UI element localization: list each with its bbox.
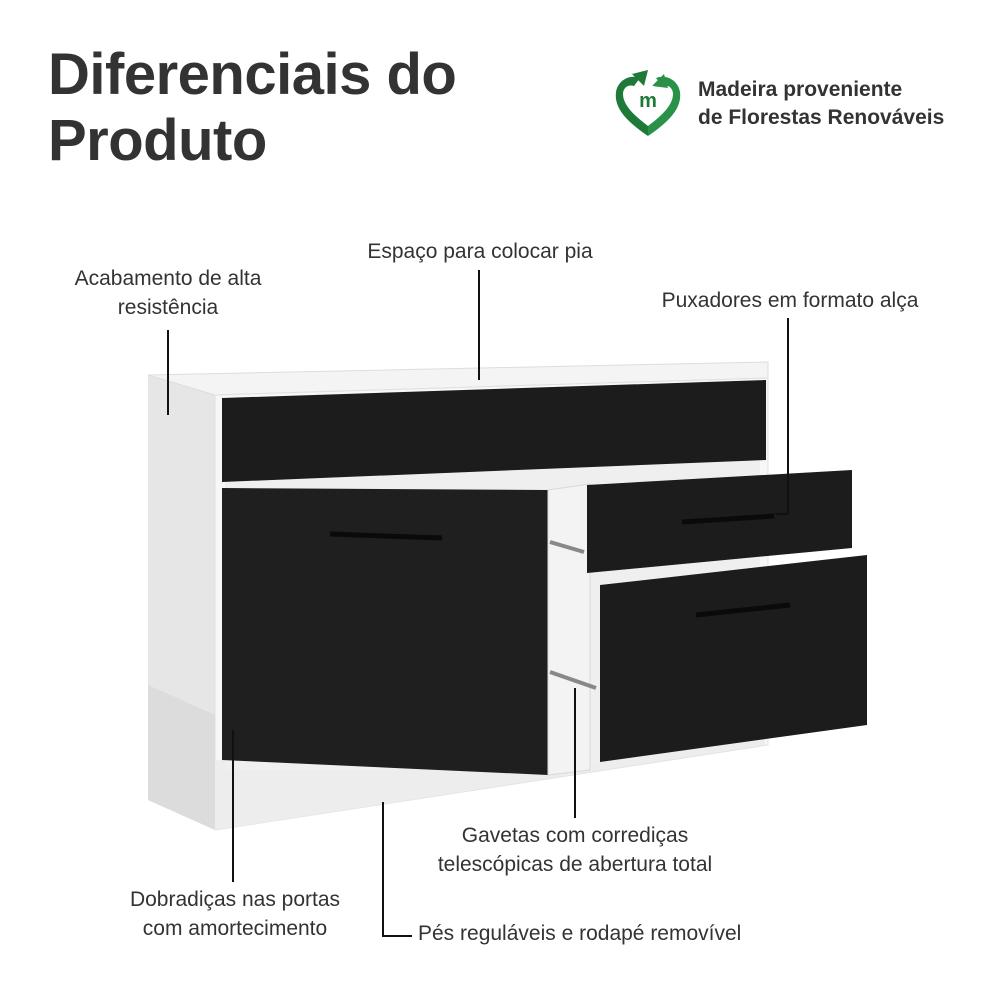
label-puxadores: Puxadores em formato alça — [661, 289, 919, 312]
callout-puxadores — [775, 318, 789, 515]
lower-drawer-handle — [695, 602, 791, 618]
label-gavetas-line2: telescópicas de abertura total — [437, 853, 713, 876]
label-gavetas-line1: Gavetas com corrediças — [461, 824, 689, 847]
eco-text-line2: de Florestas Renováveis — [698, 106, 945, 129]
drawer-box-side — [547, 483, 591, 776]
page-title: Diferenciais do Produto — [48, 42, 457, 174]
page-title-line1: Diferenciais do — [48, 42, 457, 107]
open-door — [222, 488, 548, 775]
door-handle — [329, 531, 443, 541]
callout-lines — [167, 270, 789, 937]
eco-logo-letter: m — [639, 90, 657, 112]
label-acabamento-line2: resistência — [117, 296, 219, 319]
page-title-line2: Produto — [48, 108, 267, 173]
lower-drawer-front — [600, 555, 867, 762]
label-gavetas: Gavetas com corrediças telescópicas de a… — [410, 821, 740, 879]
label-dobradicas-line2: com amortecimento — [142, 917, 328, 940]
top-front-panel — [222, 380, 766, 482]
label-acabamento-line1: Acabamento de alta — [74, 267, 262, 290]
eco-badge: m Madeira proveniente de Florestas Renov… — [608, 66, 988, 146]
label-pes: Pés reguláveis e rodapé removível — [418, 922, 742, 945]
eco-text: Madeira proveniente de Florestas Renováv… — [698, 76, 944, 132]
label-acabamento: Acabamento de alta resistência — [50, 264, 286, 322]
recycle-heart-icon: m — [615, 70, 681, 136]
label-dobradicas: Dobradiças nas portas com amortecimento — [100, 885, 370, 943]
cabinet-plinth-side — [148, 685, 215, 830]
callout-pes — [382, 802, 412, 937]
upper-drawer-handle — [681, 513, 775, 525]
label-espaco-pia: Espaço para colocar pia — [367, 240, 593, 263]
lower-drawer-slide — [549, 670, 597, 690]
upper-drawer-slide — [549, 540, 585, 554]
label-dobradicas-line1: Dobradiças nas portas — [129, 888, 341, 911]
eco-text-line1: Madeira proveniente — [698, 78, 903, 101]
